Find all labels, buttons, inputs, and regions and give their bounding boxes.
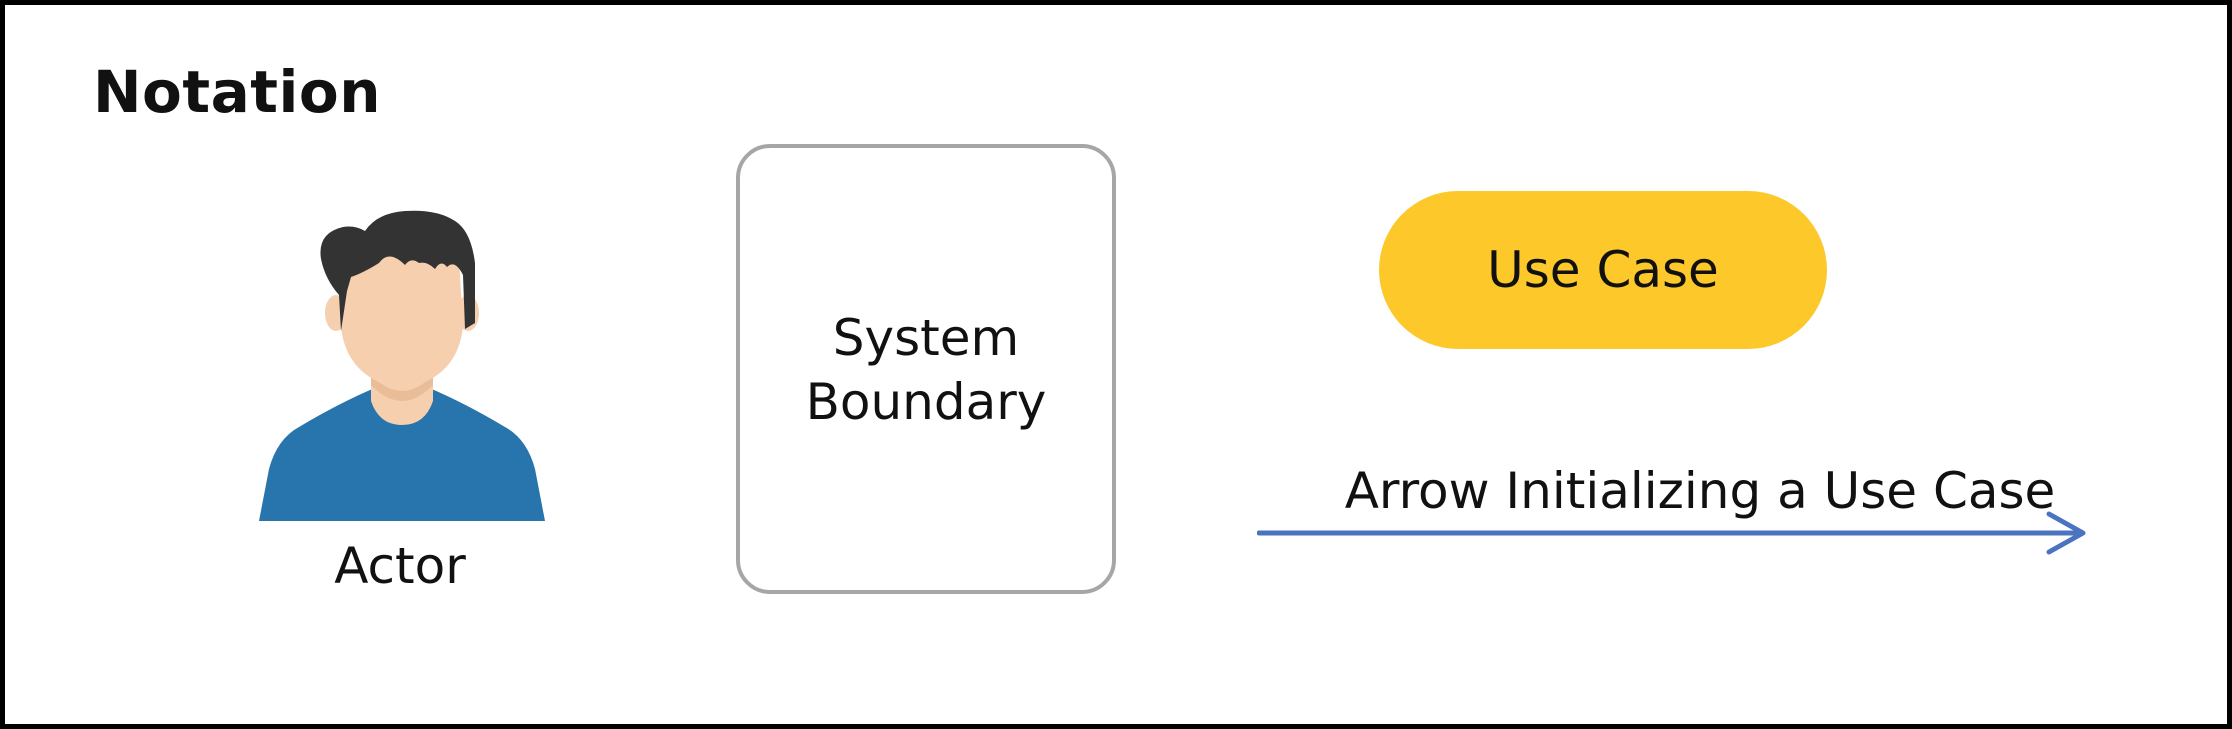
arrow-label: Arrow Initializing a Use Case (1344, 462, 2056, 520)
use-case-label: Use Case (1487, 241, 1719, 299)
actor-shirt (259, 387, 545, 521)
use-case-shape: Use Case (1379, 191, 1827, 349)
system-boundary-box: System Boundary (736, 144, 1116, 594)
system-boundary-label-line2: Boundary (805, 373, 1047, 431)
notation-title: Notation (93, 58, 381, 126)
actor-face (341, 251, 463, 388)
system-boundary-label-line1: System (832, 309, 1020, 367)
arrow-right-icon (1257, 511, 2086, 555)
actor-hair (320, 210, 475, 331)
person-icon (259, 210, 545, 521)
system-boundary-label: System Boundary (740, 306, 1112, 434)
actor-label: Actor (334, 537, 466, 595)
